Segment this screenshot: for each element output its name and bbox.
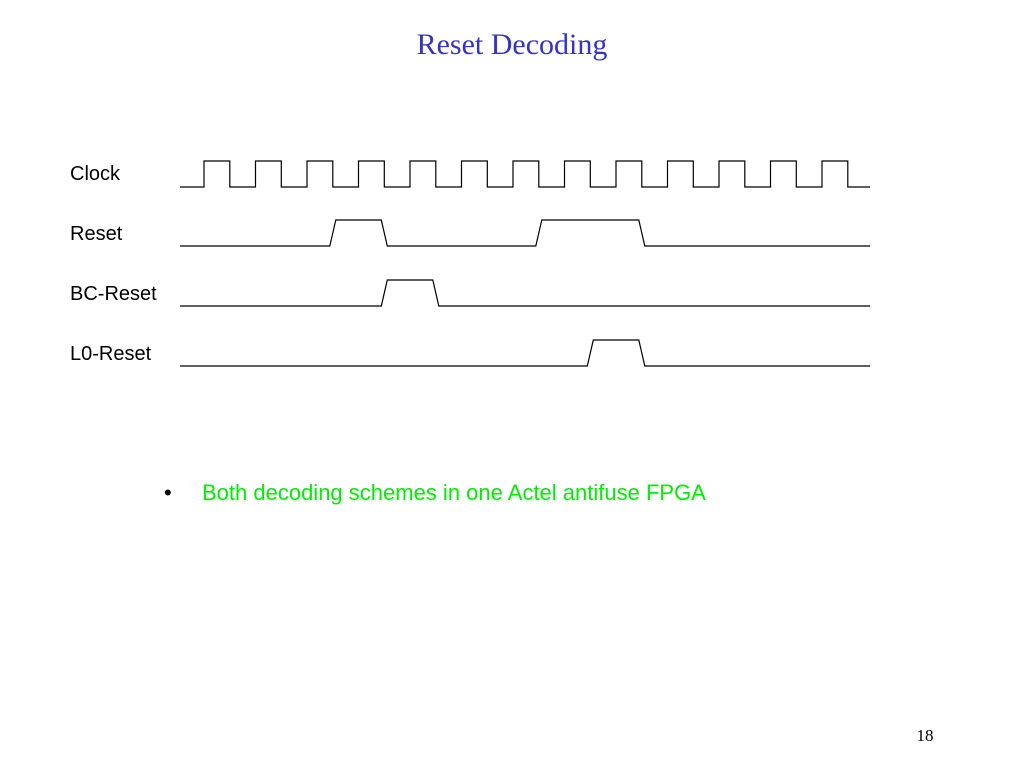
waveform-bc-reset (180, 279, 870, 307)
signal-label-l0-reset: L0-Reset (70, 343, 152, 365)
signal-label-bc-reset: BC-Reset (70, 283, 157, 305)
bullet-text: Both decoding schemes in one Actel antif… (202, 480, 706, 505)
page-number: 18 (916, 726, 934, 745)
waveform-clock (180, 160, 870, 188)
slide-title: Reset Decoding (416, 28, 608, 61)
signal-label-reset: Reset (70, 223, 123, 245)
signal-label-clock: Clock (70, 163, 121, 185)
bullet-marker: • (164, 480, 172, 505)
waveform-reset (180, 219, 870, 247)
waveform-l0-reset (180, 339, 870, 367)
